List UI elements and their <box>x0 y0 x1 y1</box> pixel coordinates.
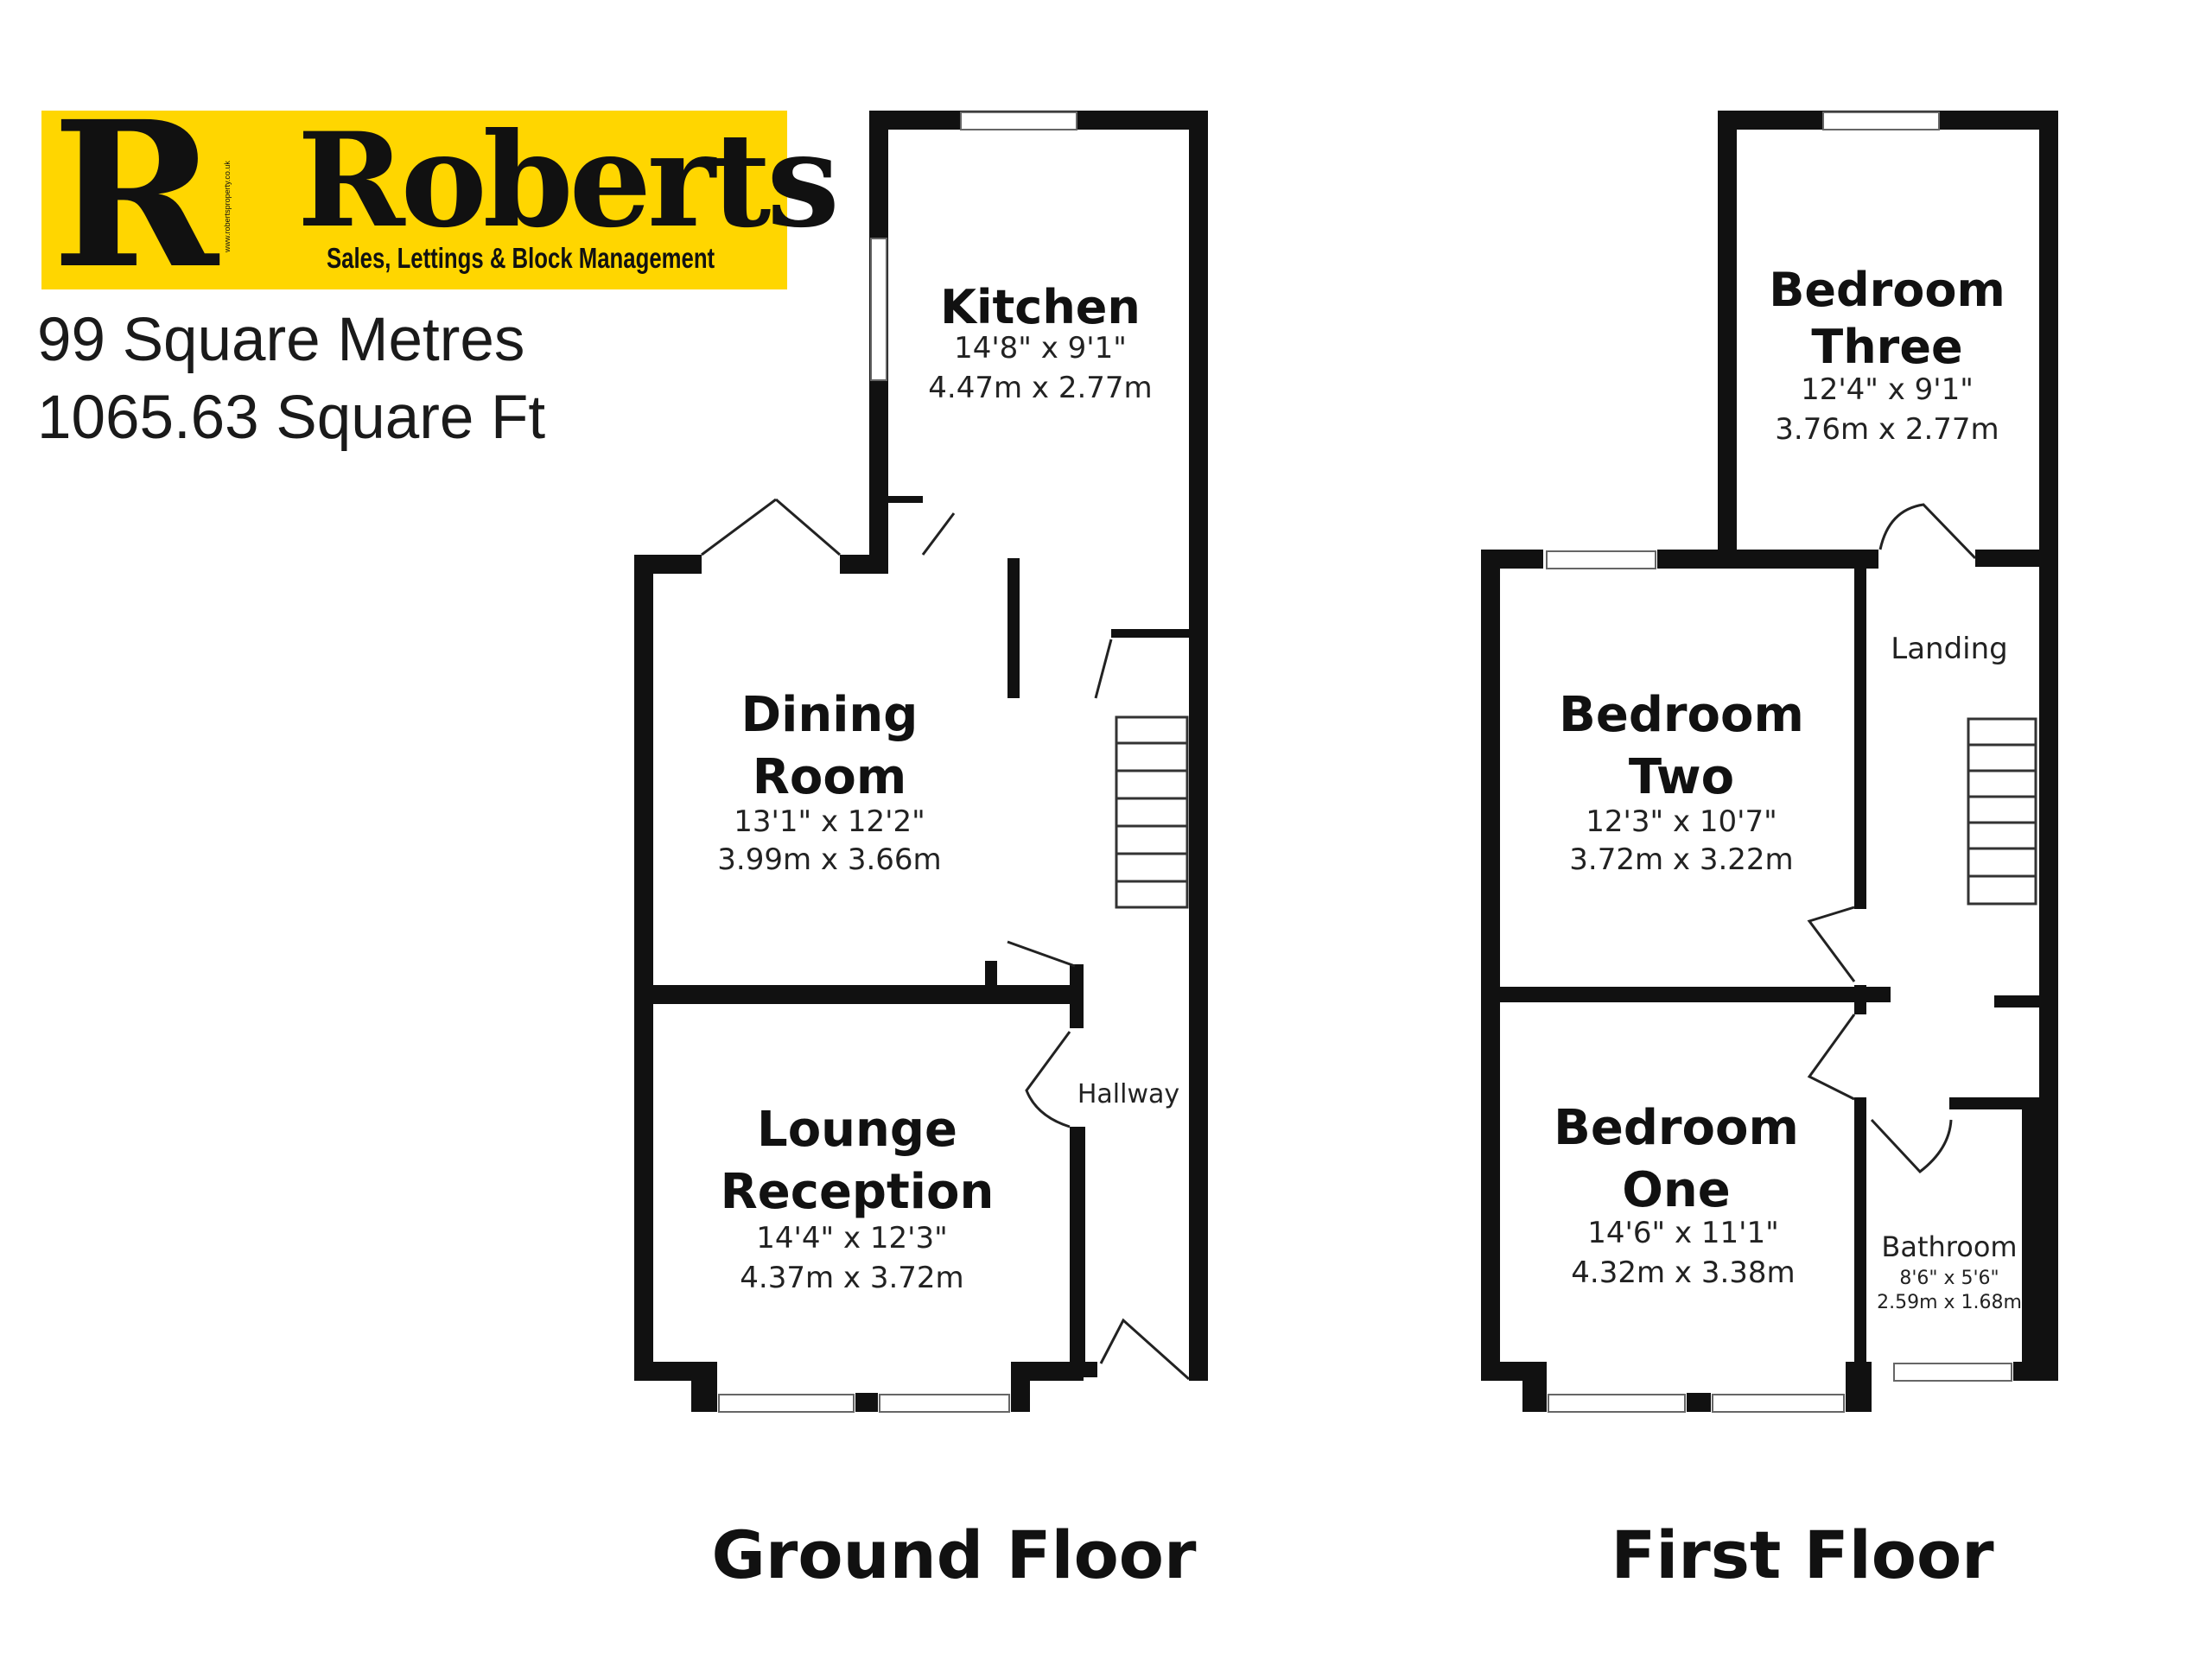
logo-brand: Roberts <box>297 105 840 257</box>
floor-title-ground: Ground Floor <box>711 1516 1197 1593</box>
stairs-ground <box>1115 715 1189 909</box>
window <box>879 1394 1010 1413</box>
door <box>1099 1318 1191 1381</box>
area-square-metres: 99 Square Metres <box>37 306 525 374</box>
ground-floor-walls <box>634 111 1208 1412</box>
room-name-bedroom-one-2: One <box>1622 1162 1730 1218</box>
window <box>1546 550 1656 569</box>
window <box>960 111 1077 130</box>
room-dim-kitchen-metric: 4.47m x 2.77m <box>928 371 1152 405</box>
room-name-kitchen: Kitchen <box>940 280 1141 334</box>
stairs-first <box>1967 717 2037 906</box>
room-name-bedroom-three-2: Three <box>1811 320 1962 374</box>
door <box>775 498 841 556</box>
room-dim-bedroom-three-imperial: 12'4" x 9'1" <box>1801 372 1974 407</box>
window <box>718 1394 855 1413</box>
room-dim-lounge-metric: 4.37m x 3.72m <box>740 1261 963 1295</box>
door <box>1025 1031 1071 1128</box>
room-dim-bedroom-two-imperial: 12'3" x 10'7" <box>1586 804 1777 839</box>
room-dim-bedroom-three-metric: 3.76m x 2.77m <box>1775 412 1999 447</box>
door <box>1007 940 1076 968</box>
logo-letter: R <box>52 77 219 313</box>
room-name-bathroom: Bathroom <box>1881 1230 2017 1263</box>
first-floor-walls <box>1481 111 2058 1412</box>
door <box>1807 906 1856 982</box>
window <box>1548 1394 1686 1413</box>
room-dim-bedroom-one-imperial: 14'6" x 11'1" <box>1587 1216 1779 1250</box>
door <box>701 498 777 556</box>
room-dim-bathroom-imperial: 8'6" x 5'6" <box>1899 1268 1999 1289</box>
room-name-bedroom-three: Bedroom <box>1769 263 2005 317</box>
window <box>870 238 887 381</box>
room-name-lounge: Lounge <box>757 1102 957 1158</box>
floor-title-first: First Floor <box>1611 1516 1994 1593</box>
window <box>1712 1394 1845 1413</box>
door <box>1870 1118 1953 1174</box>
company-logo: R www.robertsproperty.co.uk Roberts Sale… <box>41 95 840 296</box>
room-name-dining: Dining <box>741 687 918 743</box>
room-name-dining-2: Room <box>753 749 906 805</box>
room-name-bedroom-two-2: Two <box>1629 749 1734 805</box>
room-dim-kitchen-imperial: 14'8" x 9'1" <box>954 331 1127 365</box>
logo-tagline: Sales, Lettings & Block Management <box>327 242 715 274</box>
room-dim-bedroom-two-metric: 3.72m x 3.22m <box>1569 842 1793 877</box>
room-name-lounge-2: Reception <box>721 1164 995 1220</box>
door <box>1094 639 1113 699</box>
window <box>1893 1363 2012 1382</box>
room-dim-bedroom-one-metric: 4.32m x 3.38m <box>1571 1255 1795 1290</box>
room-name-bedroom-two: Bedroom <box>1559 687 1804 743</box>
door <box>921 512 956 556</box>
door <box>1878 503 1977 560</box>
room-name-hallway: Hallway <box>1077 1079 1179 1109</box>
room-dim-bathroom-metric: 2.59m x 1.68m <box>1877 1292 2022 1313</box>
window <box>1822 111 1940 130</box>
door <box>1807 1014 1856 1101</box>
area-square-feet: 1065.63 Square Ft <box>37 384 546 452</box>
room-dim-lounge-imperial: 14'4" x 12'3" <box>756 1221 948 1255</box>
room-dim-dining-metric: 3.99m x 3.66m <box>717 842 941 877</box>
room-name-landing: Landing <box>1891 632 2008 666</box>
room-dim-dining-imperial: 13'1" x 12'2" <box>734 804 925 839</box>
room-name-bedroom-one: Bedroom <box>1554 1100 1799 1156</box>
